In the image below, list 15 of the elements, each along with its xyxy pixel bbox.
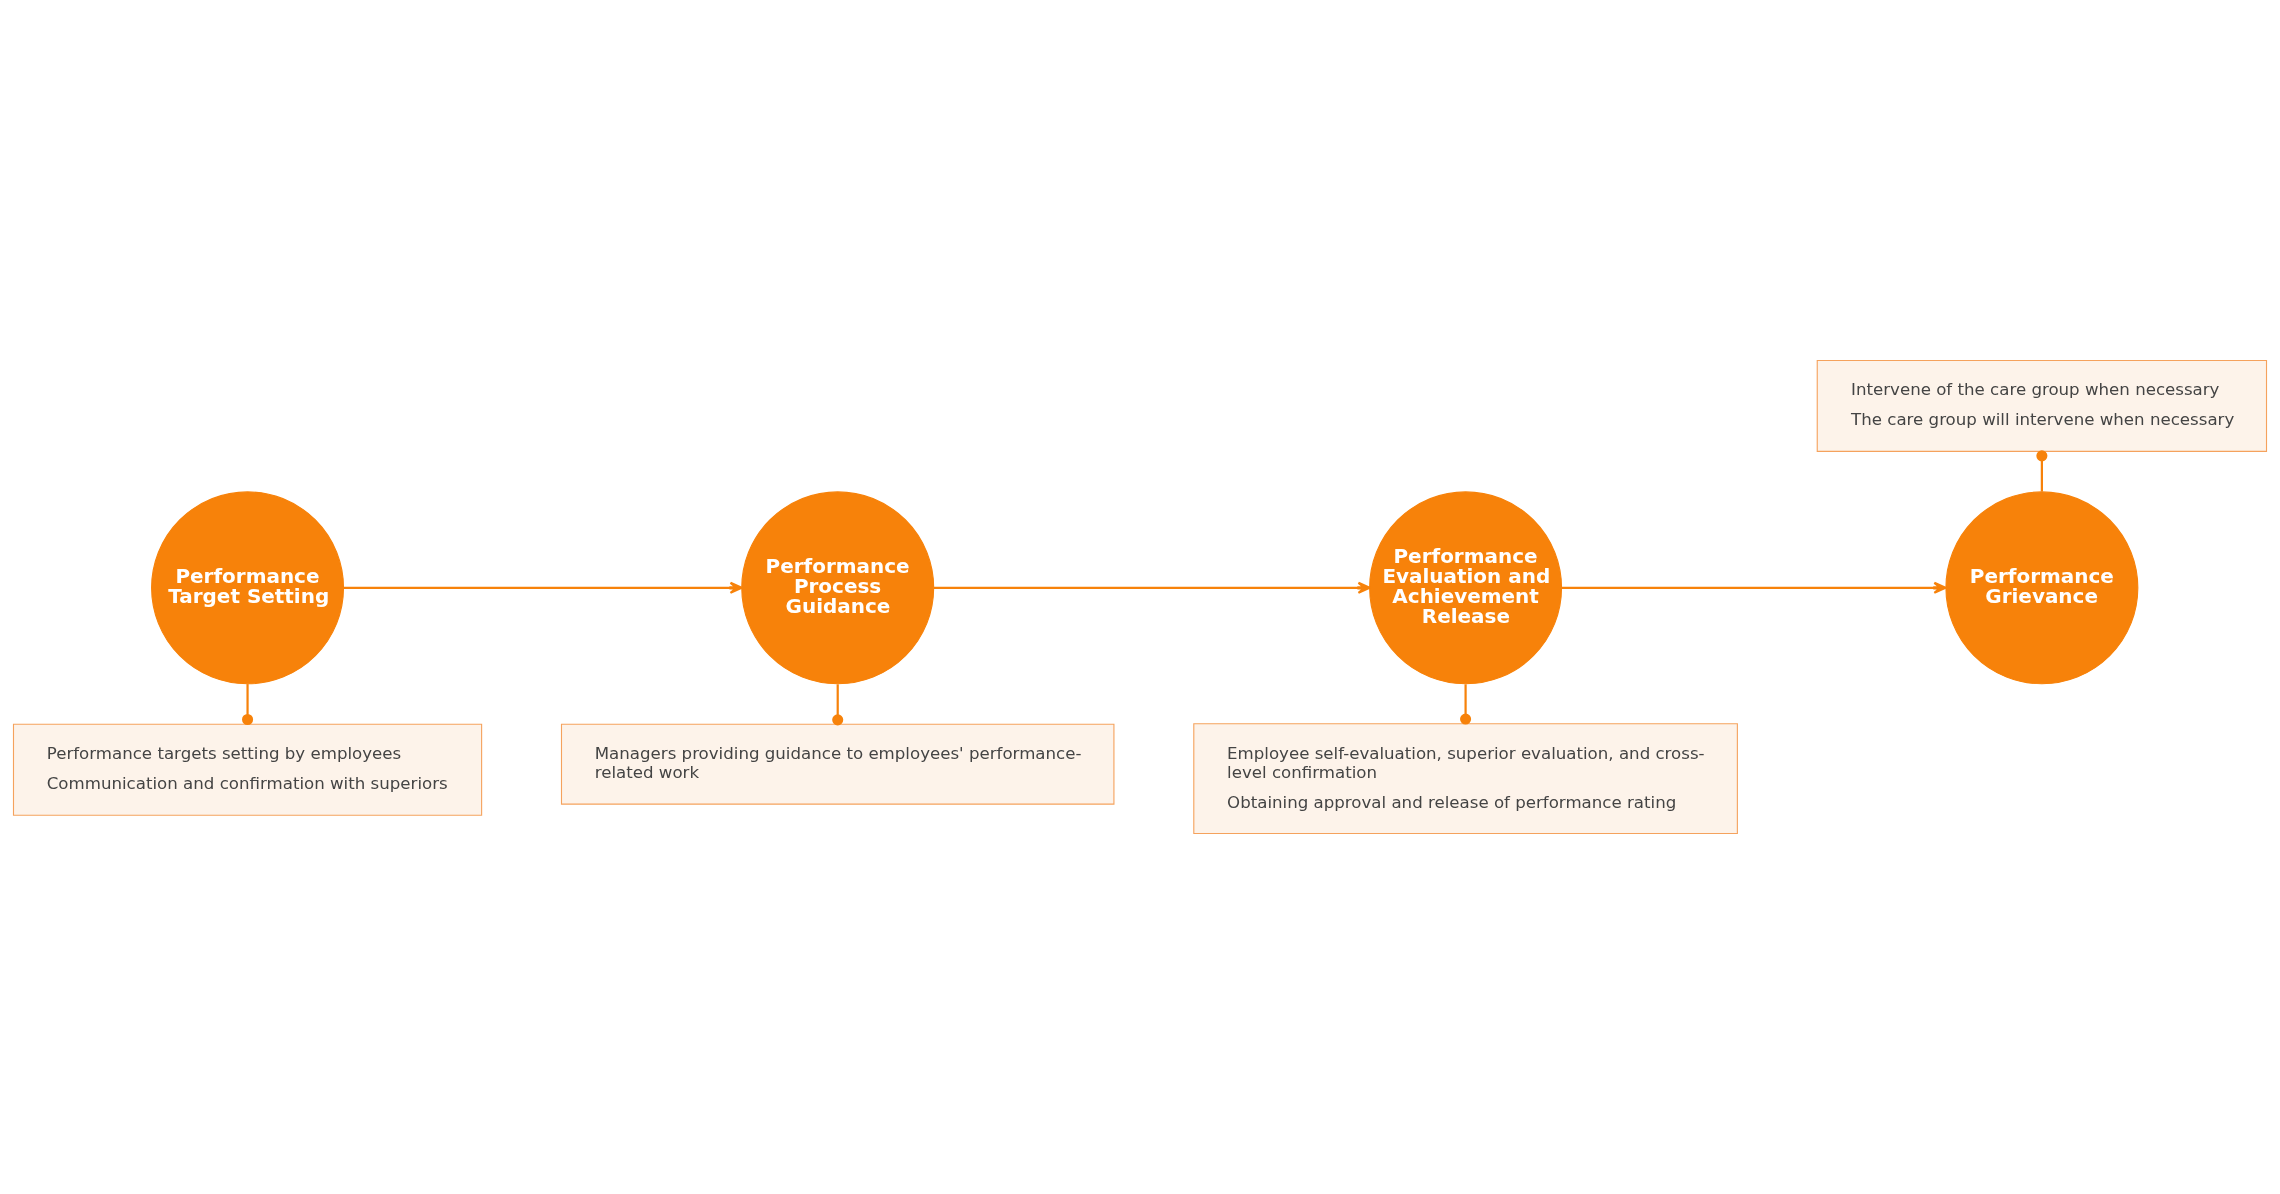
arrow <box>1561 581 1947 594</box>
connector <box>242 684 254 726</box>
connector <box>2036 450 2048 492</box>
node-box: Performance targets setting by employees Communication and confirmation with superiors <box>12 723 483 816</box>
connector <box>1460 684 1472 725</box>
node-circle: Performance Grievance <box>1945 491 2139 685</box>
arrow <box>933 581 1371 594</box>
node-box: Managers providing guidance to employees' performance-related work <box>560 723 1115 805</box>
node-box: Employee self-evaluation, superior evaluation, and cross-level confirmation Obtaining approval and release of performance rating <box>1193 723 1738 835</box>
arrow <box>343 581 743 594</box>
node-box: Intervene of the care group when necessary The care group will intervene when necessary <box>1816 359 2268 452</box>
node-circle: Performance Target Setting <box>151 491 345 685</box>
connector <box>832 684 844 726</box>
node-circle: Performance Evaluation and Achievement Release <box>1369 491 1563 685</box>
node-circle: Performance Process Guidance <box>741 491 935 685</box>
